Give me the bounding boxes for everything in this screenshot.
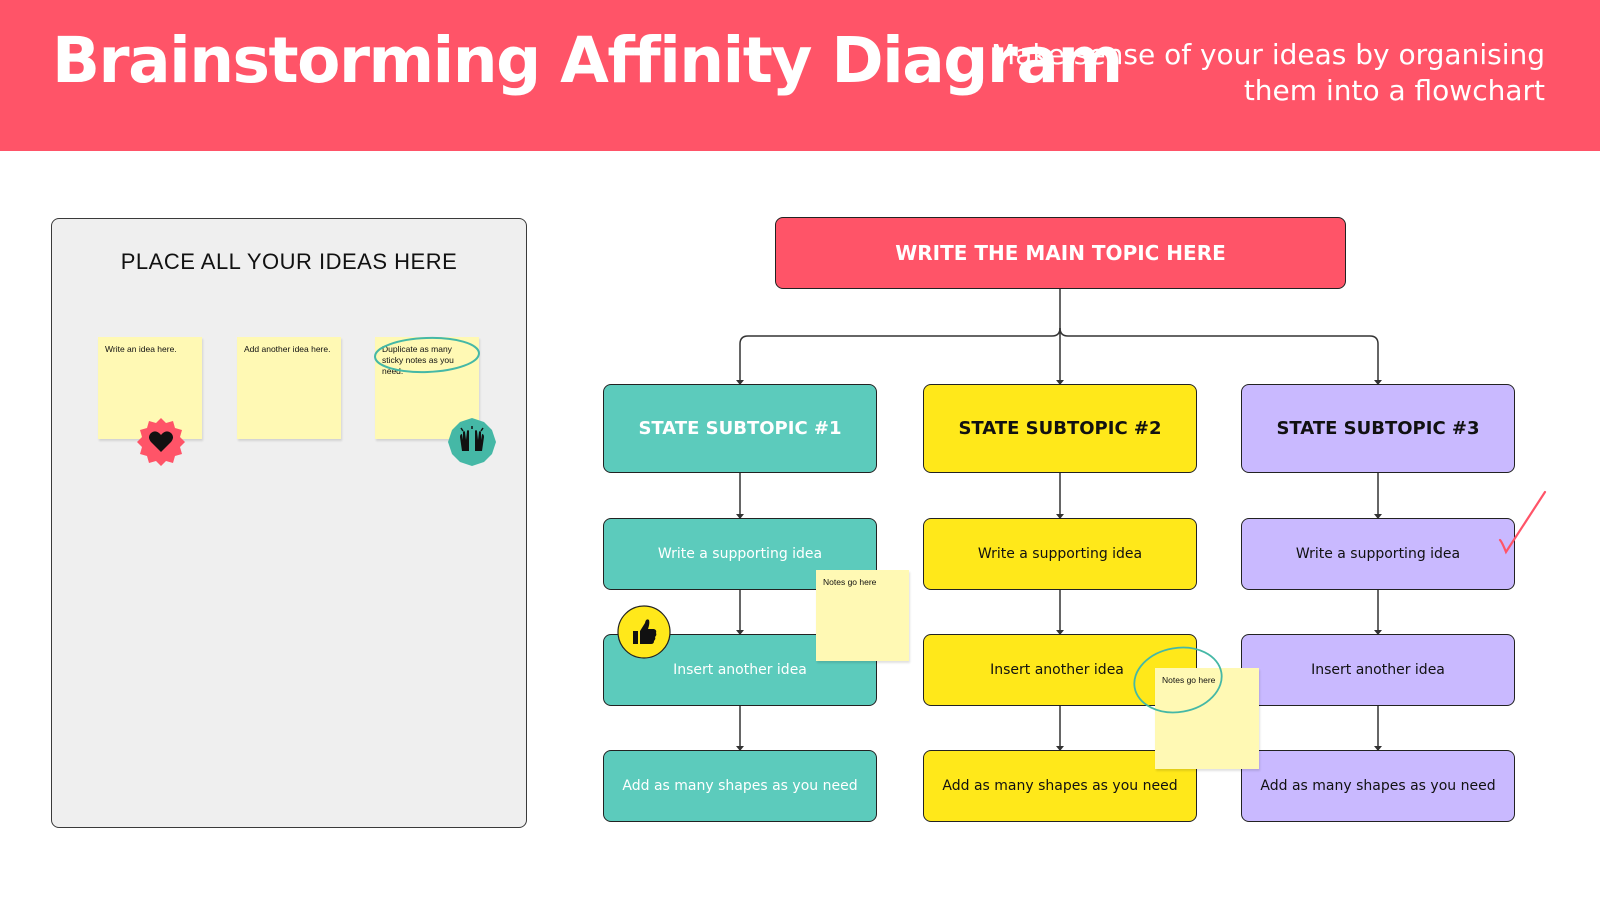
- subtopic-3-idea-1[interactable]: Write a supporting idea: [1241, 518, 1515, 590]
- subtopic-3-idea-3[interactable]: Add as many shapes as you need: [1241, 750, 1515, 822]
- thumbs-up-badge-icon: [617, 605, 671, 659]
- subtopic-1-label: STATE SUBTOPIC #1: [638, 418, 842, 439]
- ideas-panel-heading: PLACE ALL YOUR IDEAS HERE: [120, 249, 458, 274]
- floating-note-2-text: Notes go here: [1162, 675, 1216, 685]
- idea-label: Write a supporting idea: [977, 546, 1143, 562]
- subtopic-1-idea-3[interactable]: Add as many shapes as you need: [603, 750, 877, 822]
- idea-label: Add as many shapes as you need: [942, 778, 1178, 794]
- header-banner: Brainstorming Affinity Diagram Make sens…: [0, 0, 1600, 151]
- page-title: Brainstorming Affinity Diagram: [52, 24, 1123, 97]
- main-topic-box[interactable]: WRITE THE MAIN TOPIC HERE: [775, 217, 1346, 289]
- idea-label: Add as many shapes as you need: [1260, 778, 1496, 794]
- idea-label: Write a supporting idea: [1295, 546, 1461, 562]
- main-topic-label: WRITE THE MAIN TOPIC HERE: [895, 241, 1226, 265]
- idea-label: Insert another idea: [1311, 662, 1445, 678]
- subtopic-2-label: STATE SUBTOPIC #2: [958, 418, 1162, 439]
- floating-note-2[interactable]: Notes go here: [1155, 668, 1259, 769]
- subtopic-2-box[interactable]: STATE SUBTOPIC #2: [923, 384, 1197, 473]
- idea-label: Insert another idea: [673, 662, 807, 678]
- ideas-panel[interactable]: PLACE ALL YOUR IDEAS HERE: [51, 218, 527, 828]
- checkmark-icon: [1498, 490, 1547, 555]
- heart-badge-icon: [136, 417, 186, 467]
- subtopic-1-box[interactable]: STATE SUBTOPIC #1: [603, 384, 877, 473]
- sticky-note-3-text: Duplicate as many sticky notes as you ne…: [382, 344, 454, 376]
- idea-label: Add as many shapes as you need: [622, 778, 858, 794]
- subtopic-3-idea-2[interactable]: Insert another idea: [1241, 634, 1515, 706]
- subtopic-3-label: STATE SUBTOPIC #3: [1276, 418, 1480, 439]
- floating-note-1[interactable]: Notes go here: [816, 570, 909, 661]
- subtopic-2-idea-2[interactable]: Insert another idea: [923, 634, 1197, 706]
- subtopic-2-idea-1[interactable]: Write a supporting idea: [923, 518, 1197, 590]
- page-subtitle: Make sense of your ideas by organising t…: [991, 38, 1545, 107]
- raised-hands-badge-icon: [447, 417, 497, 467]
- idea-label: Insert another idea: [990, 662, 1124, 678]
- sticky-note-2[interactable]: Add another idea here.: [237, 337, 341, 439]
- subtopic-3-box[interactable]: STATE SUBTOPIC #3: [1241, 384, 1515, 473]
- idea-label: Write a supporting idea: [657, 546, 823, 562]
- subtopic-2-idea-3[interactable]: Add as many shapes as you need: [923, 750, 1197, 822]
